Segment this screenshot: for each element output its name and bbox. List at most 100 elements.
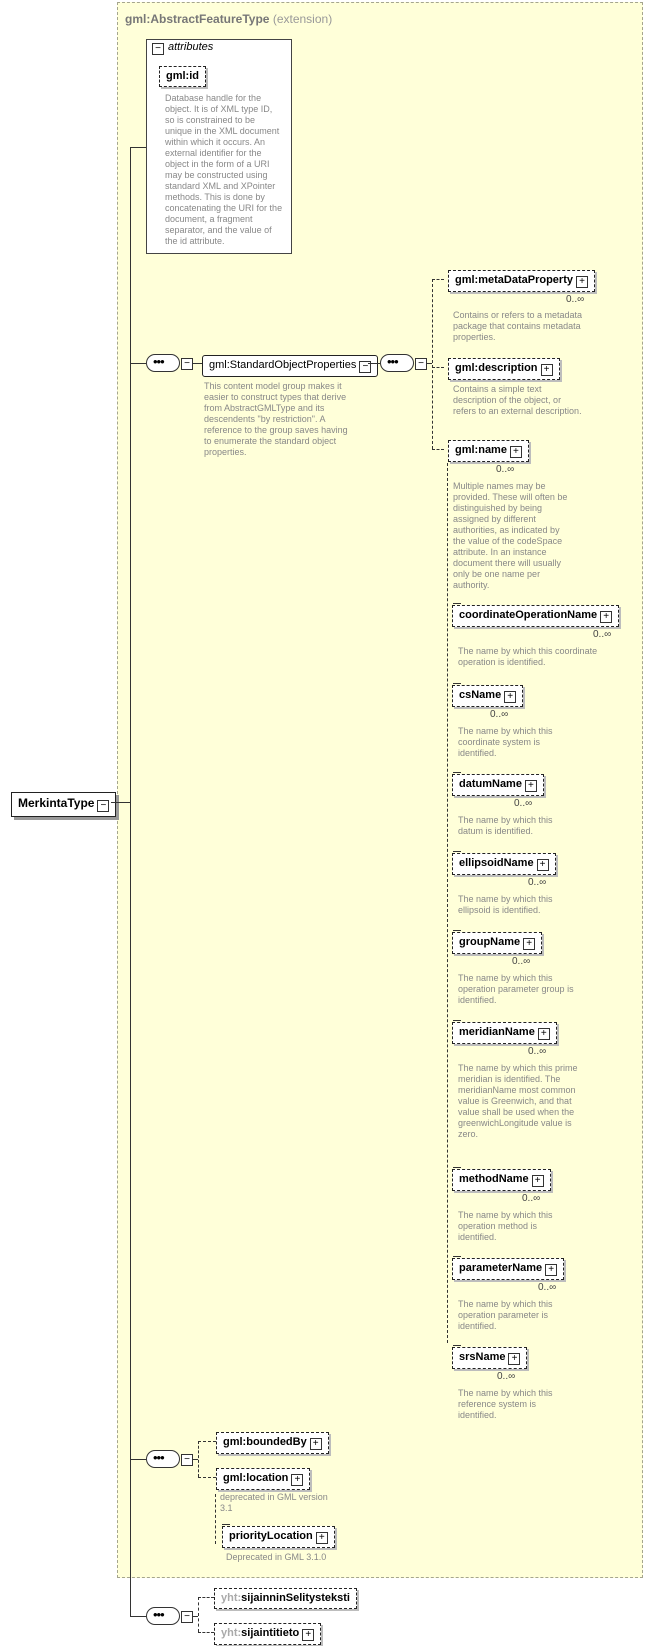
- attr-gml-id[interactable]: gml:id: [159, 66, 206, 87]
- element-srsname[interactable]: srsName+: [452, 1347, 528, 1369]
- collapse-icon[interactable]: −: [181, 1454, 193, 1466]
- element-csname-label: csName: [459, 689, 502, 701]
- trunk-line: [130, 147, 131, 1616]
- group-label: gml:StandardObjectProperties: [209, 359, 357, 371]
- connector: [198, 1632, 214, 1633]
- connector: [192, 363, 202, 364]
- element-prioritylocation-desc: Deprecated in GML 3.1.0: [226, 1552, 327, 1562]
- element-location[interactable]: gml:location+: [216, 1468, 311, 1490]
- collapse-icon[interactable]: −: [152, 43, 164, 55]
- cardinality: 0..∞: [514, 798, 533, 809]
- cardinality: 0..∞: [512, 956, 531, 967]
- branch-line: [198, 1441, 199, 1477]
- expand-icon[interactable]: +: [291, 1474, 304, 1486]
- element-metadataproperty[interactable]: gml:metaDataProperty+: [448, 270, 595, 292]
- extension-name: gml:AbstractFeatureType: [125, 12, 270, 26]
- element-parametername-label: parameterName: [459, 1262, 543, 1274]
- element-metadataproperty-label: gml:metaDataProperty: [455, 274, 573, 286]
- attributes-header[interactable]: −attributes: [152, 41, 213, 55]
- element-boundedby-label: gml:boundedBy: [223, 1436, 307, 1448]
- expand-icon[interactable]: +: [540, 364, 553, 376]
- cardinality: 0..∞: [593, 629, 612, 640]
- connector: [192, 1616, 198, 1617]
- cardinality: 0..∞: [538, 1282, 557, 1293]
- collapse-icon[interactable]: −: [181, 1611, 193, 1623]
- element-description-label: gml:description: [455, 362, 538, 374]
- root-node[interactable]: MerkintaType−: [11, 792, 117, 817]
- element-name[interactable]: gml:name+: [448, 440, 529, 462]
- element-groupname-label: groupName: [459, 936, 521, 948]
- element-location-desc: deprecated in GML version 3.1: [220, 1492, 328, 1513]
- collapse-icon[interactable]: −: [415, 358, 427, 370]
- connector: [192, 1459, 198, 1460]
- element-sijaintitieto[interactable]: yht:sijaintitieto+: [214, 1623, 322, 1645]
- expand-icon[interactable]: +: [536, 859, 549, 871]
- expand-icon[interactable]: +: [315, 1532, 328, 1544]
- element-methodname[interactable]: methodName+: [452, 1169, 551, 1191]
- expand-icon[interactable]: +: [309, 1438, 322, 1450]
- expand-icon[interactable]: +: [504, 691, 517, 703]
- connector: [432, 279, 444, 280]
- expand-icon[interactable]: +: [524, 780, 537, 792]
- element-coordinateoperationname[interactable]: coordinateOperationName+: [452, 605, 620, 627]
- attr-gml-id-desc: Database handle for the object. It is of…: [165, 93, 283, 246]
- element-ellipsoidname-label: ellipsoidName: [459, 857, 534, 869]
- connector: [198, 1477, 216, 1478]
- collapse-icon[interactable]: −: [181, 358, 193, 370]
- expand-icon[interactable]: +: [537, 1028, 550, 1040]
- expand-icon[interactable]: +: [509, 446, 522, 458]
- connector: [426, 363, 432, 364]
- connector: [368, 363, 380, 364]
- element-metadataproperty-desc: Contains or refers to a metadata package…: [453, 310, 583, 342]
- group-desc: This content model group makes it easier…: [204, 381, 348, 457]
- element-groupname[interactable]: groupName+: [452, 932, 543, 954]
- root-label: MerkintaType: [18, 796, 95, 810]
- element-ellipsoidname[interactable]: ellipsoidName+: [452, 853, 556, 875]
- branch-line: [432, 279, 433, 449]
- extension-title: gml:AbstractFeatureType (extension): [125, 12, 332, 26]
- element-location-label: gml:location: [223, 1472, 289, 1484]
- substitution-line: [447, 463, 448, 1343]
- cardinality: 0..∞: [522, 1193, 541, 1204]
- expand-icon[interactable]: +: [523, 938, 536, 950]
- namespace-prefix: yht:: [221, 1627, 242, 1639]
- collapse-icon[interactable]: −: [97, 800, 110, 812]
- cardinality: 0..∞: [490, 709, 509, 720]
- element-prioritylocation[interactable]: priorityLocation+: [222, 1526, 335, 1548]
- substitution-line: [215, 1494, 216, 1544]
- element-datumname-label: datumName: [459, 778, 522, 790]
- element-description[interactable]: gml:description+: [448, 358, 560, 380]
- connector: [198, 1597, 214, 1598]
- extension-kind: (extension): [272, 12, 333, 26]
- expand-icon[interactable]: +: [600, 611, 613, 623]
- namespace-prefix: yht:: [221, 1592, 242, 1604]
- expand-icon[interactable]: +: [545, 1264, 558, 1276]
- element-meridianname[interactable]: meridianName+: [452, 1022, 557, 1044]
- cardinality: 0..∞: [528, 877, 547, 888]
- element-parametername-desc: The name by which this operation paramet…: [458, 1299, 553, 1331]
- element-parametername[interactable]: parameterName+: [452, 1258, 565, 1280]
- sequence-compositor[interactable]: [146, 1607, 180, 1625]
- element-sijainninselitysteksti[interactable]: yht:sijainninSelitysteksti: [214, 1588, 357, 1609]
- expand-icon[interactable]: +: [575, 276, 588, 288]
- group-standard-object-properties[interactable]: gml:StandardObjectProperties−: [202, 355, 379, 377]
- collapse-icon[interactable]: −: [359, 361, 372, 373]
- cardinality: 0..∞: [528, 1046, 547, 1057]
- element-meridianname-desc: The name by which this prime meridian is…: [458, 1063, 578, 1139]
- element-ellipsoidname-desc: The name by which this ellipsoid is iden…: [458, 894, 553, 915]
- attr-gml-id-label: gml:id: [166, 70, 199, 82]
- element-csname[interactable]: csName+: [452, 685, 524, 707]
- expand-icon[interactable]: +: [302, 1629, 315, 1641]
- element-coordinateoperationname-desc: The name by which this coordinate operat…: [458, 646, 598, 667]
- sequence-compositor[interactable]: [380, 354, 414, 372]
- element-sijaintitieto-label: sijaintitieto: [241, 1627, 300, 1639]
- expand-icon[interactable]: +: [508, 1353, 521, 1365]
- sequence-compositor[interactable]: [146, 354, 180, 372]
- element-datumname[interactable]: datumName+: [452, 774, 544, 796]
- sequence-compositor[interactable]: [146, 1450, 180, 1468]
- element-csname-desc: The name by which this coordinate system…: [458, 726, 553, 758]
- element-sijainninselitysteksti-label: sijainninSelitysteksti: [241, 1592, 350, 1604]
- expand-icon[interactable]: +: [531, 1175, 544, 1187]
- element-boundedby[interactable]: gml:boundedBy+: [216, 1432, 329, 1454]
- cardinality: 0..∞: [496, 464, 515, 475]
